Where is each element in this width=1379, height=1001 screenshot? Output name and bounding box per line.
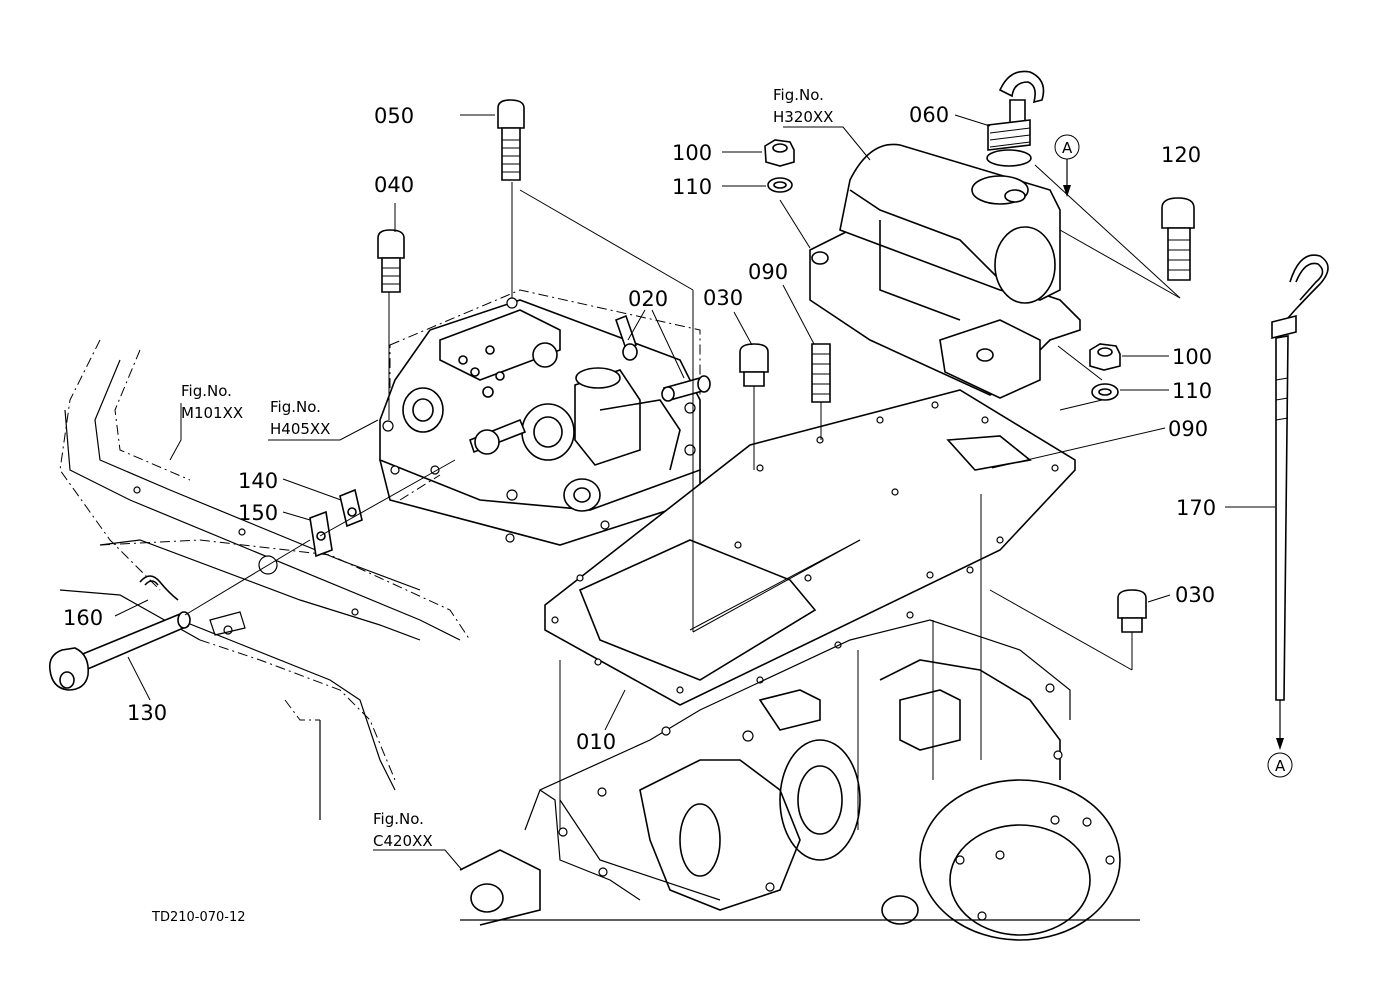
label-170: 170 bbox=[1176, 496, 1216, 520]
label-060: 060 bbox=[909, 103, 949, 127]
figref-m101-code: M101XX bbox=[181, 404, 243, 422]
label-140: 140 bbox=[238, 469, 278, 493]
label-100-b: 100 bbox=[1172, 345, 1212, 369]
bolt-120 bbox=[1161, 197, 1195, 281]
plug-030-b bbox=[1117, 589, 1147, 633]
figref-h405-title: Fig.No. bbox=[270, 398, 321, 416]
arrow-a-bottom-letter: A bbox=[1275, 757, 1286, 775]
label-110-b: 110 bbox=[1172, 379, 1212, 403]
label-030-a: 030 bbox=[703, 286, 743, 310]
lift-pin-130 bbox=[48, 575, 191, 691]
arrow-a-bottom bbox=[1267, 700, 1293, 778]
figref-c420-title: Fig.No. bbox=[373, 810, 424, 828]
washer-110-upper bbox=[767, 177, 793, 193]
label-110-a: 110 bbox=[672, 175, 712, 199]
label-100-a: 100 bbox=[672, 141, 712, 165]
label-010: 010 bbox=[576, 730, 616, 754]
arrow-a-top bbox=[1054, 134, 1080, 197]
stud-090-a bbox=[811, 343, 831, 403]
label-050: 050 bbox=[374, 104, 414, 128]
figref-h320-code: H320XX bbox=[773, 108, 833, 126]
control-valve bbox=[379, 289, 701, 546]
label-040: 040 bbox=[374, 173, 414, 197]
transmission-case bbox=[459, 619, 1140, 941]
leader-lines bbox=[114, 114, 1275, 871]
label-090-a: 090 bbox=[748, 260, 788, 284]
plate-140 bbox=[339, 488, 363, 528]
figref-c420-code: C420XX bbox=[373, 832, 433, 850]
nut-100-upper bbox=[764, 139, 795, 167]
oil-plug-060 bbox=[986, 70, 1045, 167]
label-020: 020 bbox=[628, 287, 668, 311]
figref-h405-code: H405XX bbox=[270, 420, 330, 438]
label-160: 160 bbox=[63, 606, 103, 630]
washer-110-lower bbox=[1091, 383, 1119, 401]
figref-h320-title: Fig.No. bbox=[773, 86, 824, 104]
label-120: 120 bbox=[1161, 143, 1201, 167]
gasket-010 bbox=[544, 389, 1076, 706]
drawing-code: TD210-070-12 bbox=[151, 910, 246, 925]
pipe-fitting-020 bbox=[614, 314, 711, 402]
label-030-b: 030 bbox=[1175, 583, 1215, 607]
figref-m101-title: Fig.No. bbox=[181, 382, 232, 400]
lift-arm-housing bbox=[809, 143, 1081, 399]
fender-frame bbox=[59, 339, 471, 820]
label-090-b: 090 bbox=[1168, 417, 1208, 441]
label-130: 130 bbox=[127, 701, 167, 725]
bolt-040 bbox=[377, 229, 405, 293]
dipstick-170 bbox=[1271, 254, 1329, 701]
arrow-a-top-letter: A bbox=[1062, 139, 1073, 157]
nut-100-lower bbox=[1089, 343, 1121, 371]
label-150: 150 bbox=[238, 501, 278, 525]
plug-030-a bbox=[739, 343, 769, 387]
bolt-050 bbox=[497, 99, 525, 181]
